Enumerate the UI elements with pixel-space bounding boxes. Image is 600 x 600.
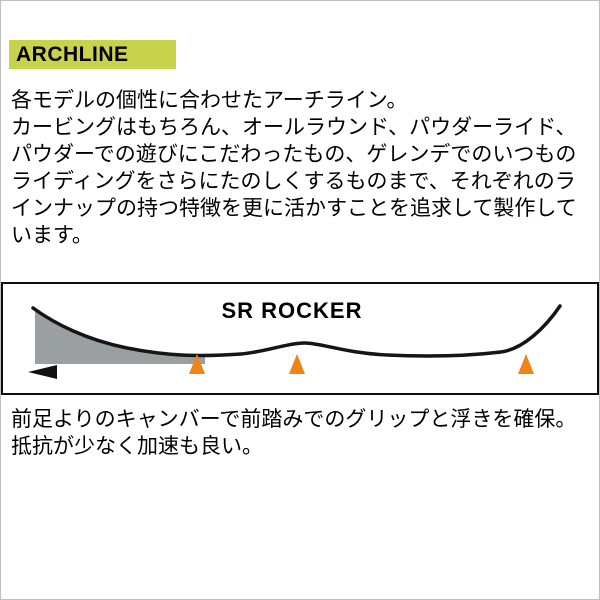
contact-marker-tail xyxy=(518,354,534,374)
board-profile-svg xyxy=(28,304,562,379)
section-header: ARCHLINE xyxy=(9,40,176,69)
diagram-title: SR ROCKER xyxy=(221,298,363,323)
section-title: ARCHLINE xyxy=(16,42,129,66)
caption-paragraph: 前足よりのキャンバーで前踏みでのグリップと浮きを確保。抵抗が少なく加速も良い。 xyxy=(11,407,577,458)
intro-line1: 各モデルの個性に合わせたアーチライン。 xyxy=(11,88,408,112)
intro-body: カービングはもちろん、オールラウンド、パウダーライド、パウダーでの遊びにこだわっ… xyxy=(11,115,577,247)
nose-shadow-wedge xyxy=(35,311,205,364)
rocker-diagram: SR ROCKER xyxy=(1,282,599,395)
contact-marker-center xyxy=(289,354,305,374)
board-profile-line xyxy=(31,304,562,358)
contact-marker-front xyxy=(189,354,205,374)
direction-arrow-icon xyxy=(28,365,57,379)
intro-paragraph: 各モデルの個性に合わせたアーチライン。 カービングはもちろん、オールラウンド、パ… xyxy=(11,87,593,249)
